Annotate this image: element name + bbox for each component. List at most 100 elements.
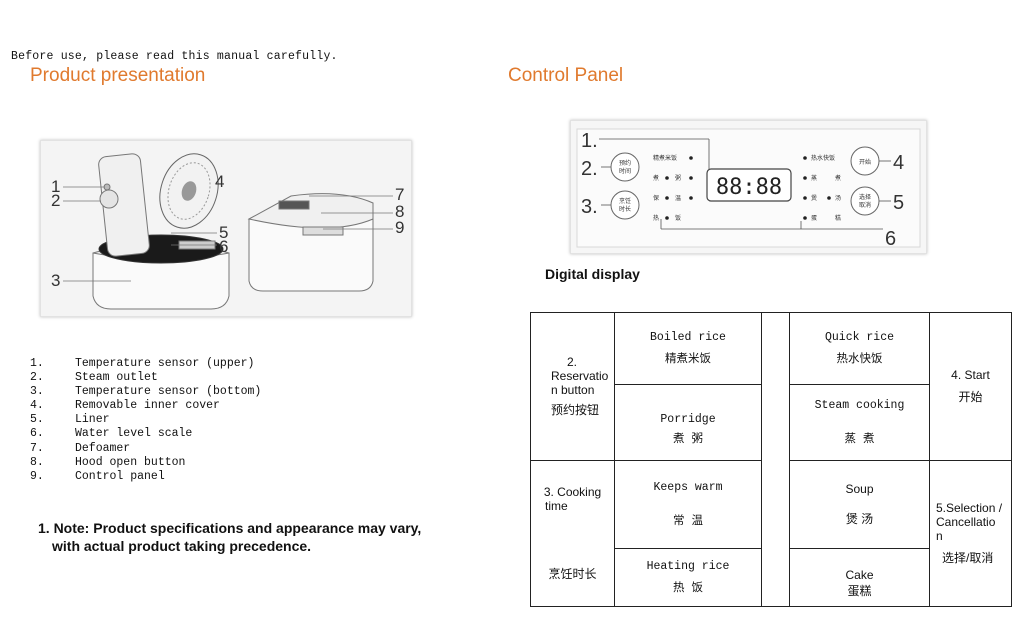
part-label: Temperature sensor (bottom) bbox=[75, 385, 262, 399]
cell-text: 蒸 煮 bbox=[844, 433, 875, 446]
figure-label-4: 4 bbox=[215, 172, 224, 191]
part-number: 7. bbox=[30, 441, 44, 455]
cell-text: Keeps warm bbox=[653, 481, 723, 494]
parts-list: 1. Temperature sensor (upper) 2. Steam out… bbox=[30, 357, 261, 484]
cooking-time-button-label-1: 烹饪 bbox=[619, 197, 631, 205]
parts-list-item: 6.Water level scale bbox=[30, 427, 261, 441]
part-label: Hood open button bbox=[75, 455, 186, 469]
porridge-cell: Porridge 煮 粥 bbox=[614, 384, 762, 461]
parts-list-item: 3. Temperature sensor (bottom) bbox=[30, 385, 261, 399]
boiled-rice-cell: Boiled rice 精煮米饭 bbox=[614, 312, 762, 385]
selection-button-label-2: 取消 bbox=[859, 201, 871, 209]
part-label: Liner bbox=[75, 413, 110, 427]
menu-left-item-4b: 饭 bbox=[675, 214, 681, 222]
panel-label-1: 1. bbox=[581, 130, 598, 152]
menu-left-item-4a: 热 bbox=[653, 214, 659, 222]
display-digits: 88:88 bbox=[716, 175, 782, 200]
panel-label-6: 6 bbox=[885, 228, 896, 250]
cake-cell: Cake 蛋糕 bbox=[789, 548, 930, 607]
start-button-label: 开始 bbox=[859, 158, 871, 166]
figure-label-2: 2 bbox=[51, 191, 60, 210]
cell-text: Cancellatio bbox=[936, 515, 996, 529]
cell-text: 预约按钮 bbox=[551, 403, 600, 417]
panel-label-4: 4 bbox=[893, 152, 904, 174]
menu-right-item-1: 热水快饭 bbox=[811, 154, 835, 162]
panel-label-2: 2. bbox=[581, 158, 598, 180]
cell-text: 烹饪时长 bbox=[548, 567, 597, 581]
menu-left-item-3a: 保 bbox=[653, 194, 659, 202]
selection-cancel-button[interactable]: 选择 取消 bbox=[850, 186, 880, 216]
menu-right-item-3b: 汤 bbox=[835, 194, 841, 202]
heating-rice-cell: Heating rice 热 饭 bbox=[614, 548, 762, 607]
part-label: Removable inner cover bbox=[75, 399, 220, 413]
figure-label-3: 3 bbox=[51, 271, 60, 290]
parts-list-item: 4. Removable inner cover bbox=[30, 399, 261, 413]
menu-right-item-4a: 蛋 bbox=[811, 214, 817, 222]
product-presentation-title: Product presentation bbox=[30, 65, 206, 86]
menu-left-item-1: 精煮米饭 bbox=[653, 154, 677, 162]
cell-text: 选择/取消 bbox=[942, 551, 994, 565]
cooking-time-button-label-2: 时长 bbox=[619, 205, 631, 213]
parts-list-item: 2. Steam outlet bbox=[30, 371, 261, 385]
parts-list-item: 9.Control panel bbox=[30, 470, 261, 484]
cell-text: 2. bbox=[567, 355, 578, 369]
cell-text: 热 饭 bbox=[673, 582, 703, 595]
keeps-warm-cell: Keeps warm 常 温 bbox=[614, 460, 762, 549]
steam-cooking-cell: Steam cooking 蒸 煮 bbox=[789, 384, 930, 461]
control-panel-title: Control Panel bbox=[508, 65, 624, 86]
menu-right-item-3a: 煲 bbox=[811, 194, 817, 202]
reservation-button-label-2: 时间 bbox=[619, 167, 631, 175]
part-label: Steam outlet bbox=[75, 371, 158, 385]
panel-label-5: 5 bbox=[893, 192, 904, 214]
figure-label-8: 8 bbox=[395, 202, 404, 221]
part-number: 4. bbox=[30, 399, 44, 413]
part-number: 3. bbox=[30, 385, 44, 399]
figure-label-5: 5 bbox=[219, 223, 228, 242]
cell-text: 常 温 bbox=[673, 515, 703, 528]
parts-list-item: 5. Liner bbox=[30, 413, 261, 427]
panel-leader-lines bbox=[599, 138, 891, 230]
menu-left-item-2b: 粥 bbox=[675, 174, 681, 182]
reservation-button[interactable]: 预约 时间 bbox=[610, 152, 640, 182]
part-number: 5. bbox=[30, 413, 44, 427]
parts-list-item: 1. Temperature sensor (upper) bbox=[30, 357, 261, 371]
digital-display: 88:88 bbox=[706, 168, 792, 202]
cell-text: 3. Cooking bbox=[543, 485, 602, 499]
cell-text: Porridge bbox=[660, 413, 716, 426]
cell-text: 开始 bbox=[958, 390, 983, 404]
start-cell: 4. Start 开始 bbox=[929, 312, 1012, 461]
reservation-button-label-1: 预约 bbox=[619, 159, 631, 167]
menu-right-item-4b: 糕 bbox=[835, 214, 841, 222]
figure-label-7: 7 bbox=[395, 185, 404, 204]
figure-label-6: 6 bbox=[219, 237, 228, 256]
cell-text: 5.Selection / bbox=[936, 501, 1003, 515]
cooking-time-cell: 3. Cooking time 烹饪时长 bbox=[530, 460, 615, 607]
cell-text: Reservatio bbox=[551, 369, 609, 383]
part-label: Control panel bbox=[75, 469, 165, 483]
menu-left-item-2a: 煮 bbox=[653, 174, 659, 182]
cell-text: Boiled rice bbox=[650, 331, 726, 344]
cell-text: Quick rice bbox=[824, 331, 894, 344]
note-line-1: 1. Note: Product specifications and appe… bbox=[38, 520, 422, 536]
cell-text: Soup bbox=[845, 482, 874, 496]
closed-cooker-drawing bbox=[247, 193, 374, 292]
figure-labels: 1 2 3 4 5 6 7 8 9 bbox=[51, 172, 404, 290]
menu-left-item-3b: 温 bbox=[675, 194, 681, 202]
rice-cooker-illustration: 1 2 3 4 5 6 7 8 9 bbox=[51, 153, 404, 310]
part-label: Temperature sensor (upper) bbox=[75, 357, 255, 370]
part-number: 2. bbox=[30, 371, 44, 385]
intro-text: Before use, please read this manual care… bbox=[11, 50, 338, 63]
cell-text: 热水快饭 bbox=[836, 353, 883, 366]
start-button[interactable]: 开始 bbox=[850, 146, 880, 176]
function-table: 2. Reservatio n button 预约按钮 Boiled rice … bbox=[530, 312, 1012, 607]
cooking-time-button[interactable]: 烹饪 时长 bbox=[610, 190, 640, 220]
part-label: Defoamer bbox=[75, 441, 131, 455]
cell-text: Cake bbox=[845, 568, 874, 582]
part-number: 1. bbox=[30, 357, 44, 370]
control-panel-figure: 1. 2. 3. 4 5 6 预约 时间 烹饪 时长 精煮米饭 煮 粥 保 温 … bbox=[570, 120, 927, 254]
product-note: 1. Note: Product specifications and appe… bbox=[38, 519, 421, 555]
menu-right: 热水快饭 蒸 煮 煲 汤 蛋 糕 bbox=[811, 154, 841, 222]
quick-rice-cell: Quick rice 热水快饭 bbox=[789, 312, 930, 385]
cell-text: Heating rice bbox=[646, 560, 730, 573]
cell-text: 煮 粥 bbox=[673, 433, 703, 446]
